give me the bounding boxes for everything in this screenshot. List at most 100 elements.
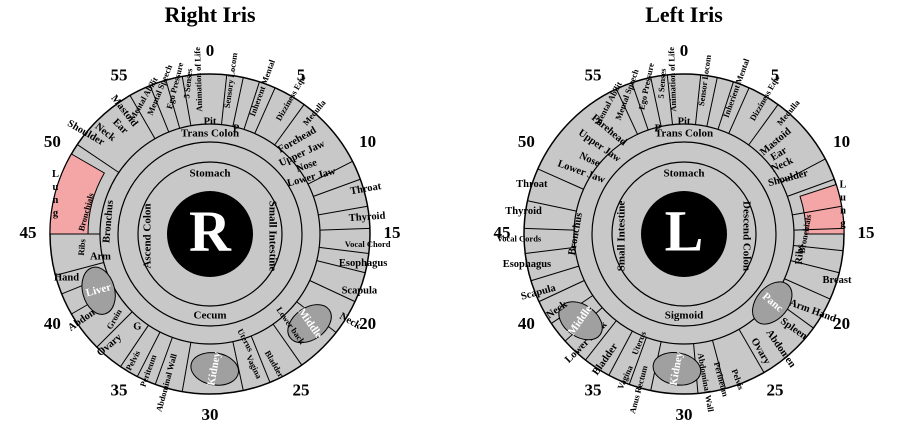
zone-divider [221, 74, 228, 125]
clock-number-35: 35 [585, 381, 602, 400]
zone-label: G [133, 321, 141, 332]
zone-divider [631, 82, 649, 131]
zone-divider [615, 88, 638, 135]
zone-label: Esophagus [339, 258, 387, 269]
clock-number-25: 25 [293, 381, 310, 400]
zone-label: Kidney [668, 350, 686, 386]
organ-shape [652, 352, 702, 386]
zone-label: 5 Senses [181, 67, 194, 99]
inner-label-bottom: Cecum [194, 310, 227, 322]
zone-label: Animation of Life [192, 47, 204, 112]
zone-divider [525, 246, 575, 254]
zone-label: Kidney [205, 350, 223, 386]
zone-label: 5 Senses [656, 67, 668, 98]
zone-divider [524, 227, 575, 231]
zone-label: Thyroid [348, 211, 385, 225]
zone-label: Breast [823, 275, 852, 286]
inner-label-left: Ascend Colon [142, 203, 154, 268]
zone-divider [793, 227, 844, 231]
clock-number-0: 0 [680, 41, 689, 60]
inner-label-bottom: Sigmoid [665, 310, 704, 322]
pupil [641, 191, 727, 277]
clock-number-30: 30 [202, 405, 219, 424]
clock-number-55: 55 [111, 65, 128, 84]
zone-divider [784, 278, 831, 300]
zone-divider [149, 85, 170, 133]
zone-divider [55, 261, 104, 276]
zone-divider [695, 74, 702, 125]
zone-label: Arm [90, 252, 111, 263]
clock-number-5: 5 [297, 65, 306, 84]
zone-label: P [233, 124, 240, 135]
zone-divider [96, 311, 133, 348]
organ-shape [81, 266, 116, 315]
zone-label: Thyroid [505, 206, 542, 217]
clock-number-20: 20 [833, 314, 850, 333]
clock-number-50: 50 [44, 132, 61, 151]
clock-number-10: 10 [833, 132, 850, 151]
clock-number-40: 40 [518, 314, 535, 333]
zone-divider [650, 77, 662, 127]
zone-label: Hand [54, 272, 79, 283]
pupil [167, 191, 253, 277]
zone-divider [792, 205, 842, 216]
zone-label: Bronchus [101, 200, 116, 244]
organ-shape [287, 304, 332, 344]
zone-divider [120, 324, 149, 367]
inner-label-right: Small Intestine [266, 201, 278, 272]
zone-divider [585, 320, 617, 361]
zone-divider [272, 323, 303, 366]
clock-number-10: 10 [359, 132, 376, 151]
zone-divider [254, 87, 276, 134]
zone-divider [666, 74, 673, 125]
zone-label: Esophagus [503, 259, 551, 270]
zone-divider [274, 104, 305, 146]
zone-divider [628, 337, 647, 385]
zone-divider [319, 246, 369, 254]
zone-divider [787, 178, 835, 197]
zone-divider [250, 335, 271, 383]
clock-number-5: 5 [771, 65, 780, 84]
zone-divider [77, 144, 120, 173]
zone-divider [793, 245, 844, 252]
zone-divider [154, 337, 173, 385]
clock-number-25: 25 [767, 381, 784, 400]
zone-divider [136, 331, 161, 377]
zone-divider [748, 104, 779, 146]
organ-shape [558, 301, 603, 341]
zone-divider [728, 87, 750, 134]
clock-number-55: 55 [585, 65, 602, 84]
zone-label: Ribs [794, 244, 807, 265]
zone-divider [527, 200, 577, 212]
zone-label: Pit [204, 116, 217, 127]
zone-divider [309, 280, 356, 303]
clock-number-45: 45 [494, 223, 511, 242]
inner-label-right: Descend Colon [740, 201, 752, 271]
zone-label: Ribs [76, 238, 87, 256]
zone-divider [181, 76, 192, 126]
clock-number-0: 0 [206, 41, 215, 60]
zone-divider [307, 160, 353, 185]
pupil-letter: R [189, 198, 232, 263]
pupil-letter: L [665, 198, 704, 263]
lung-letter: u [53, 182, 59, 193]
colon-label: Trans Colon [181, 128, 239, 140]
zone-label: Throat [516, 179, 548, 190]
clock-number-30: 30 [676, 405, 693, 424]
zone-divider [316, 260, 366, 274]
lung-letter: u [840, 192, 846, 203]
zone-divider [243, 81, 260, 130]
zone-label: Vocal Chord [345, 239, 391, 249]
lung-zone [49, 153, 106, 235]
clock-number-35: 35 [111, 381, 128, 400]
zone-divider [790, 260, 840, 274]
zone-divider [780, 158, 826, 183]
colon-label: Trans Colon [655, 128, 713, 140]
zone-divider [706, 77, 718, 127]
inner-label-stomach: Stomach [190, 168, 231, 180]
